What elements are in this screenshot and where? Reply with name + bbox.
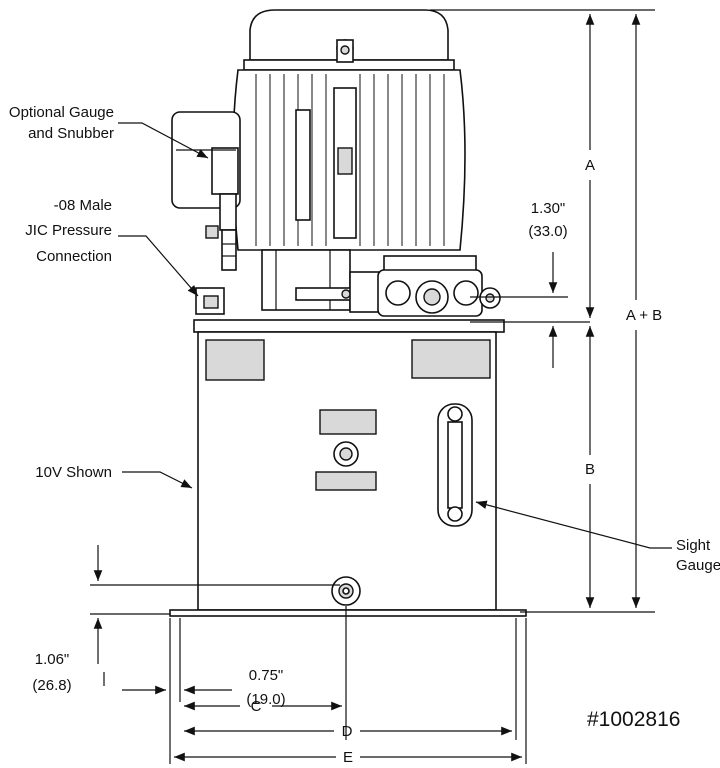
leader-lines xyxy=(103,122,672,686)
sight-gauge-line-2: Gauge xyxy=(676,557,720,574)
gauge-callout-line-1: Optional Gauge xyxy=(9,104,114,121)
pressure-gauge xyxy=(171,111,241,271)
warning-label xyxy=(205,339,265,381)
top-offset-inches: 1.30" xyxy=(531,200,566,217)
jic-callout-line-2: JIC Pressure xyxy=(25,222,112,239)
dimension-lines xyxy=(90,9,655,764)
fill-cap-label xyxy=(319,409,377,435)
jic-callout-line-3: Connection xyxy=(36,248,112,265)
dim-c-label: C xyxy=(251,698,262,715)
flange-mm: (19.0) xyxy=(246,691,285,708)
reservoir-tank xyxy=(169,319,527,617)
model-shown-label: 10V Shown xyxy=(35,464,112,481)
callout-labels: Optional Gauge and Snubber -08 Male JIC … xyxy=(9,104,720,731)
dim-d-label: D xyxy=(342,723,353,740)
flange-inches: 0.75" xyxy=(249,667,284,684)
part-number: #1002816 xyxy=(587,708,680,731)
pump-assembly xyxy=(195,249,501,317)
gauge-callout-line-2: and Snubber xyxy=(28,125,114,142)
dim-e-label: E xyxy=(343,749,353,766)
jic-callout-line-1: -08 Male xyxy=(54,197,112,214)
electric-motor xyxy=(232,9,466,251)
sight-gauge-line-1: Sight xyxy=(676,537,711,554)
bottom-offset-mm: (26.8) xyxy=(32,677,71,694)
dimension-labels: A A + B B C D E 1.30" (33.0) 1.06" (26.8… xyxy=(32,157,662,766)
dim-b-label: B xyxy=(585,461,595,478)
bottom-offset-inches: 1.06" xyxy=(35,651,70,668)
dim-a-label: A xyxy=(585,157,595,174)
top-offset-mm: (33.0) xyxy=(528,223,567,240)
dim-a-plus-b-label: A + B xyxy=(626,307,662,324)
nameplate xyxy=(411,339,491,379)
